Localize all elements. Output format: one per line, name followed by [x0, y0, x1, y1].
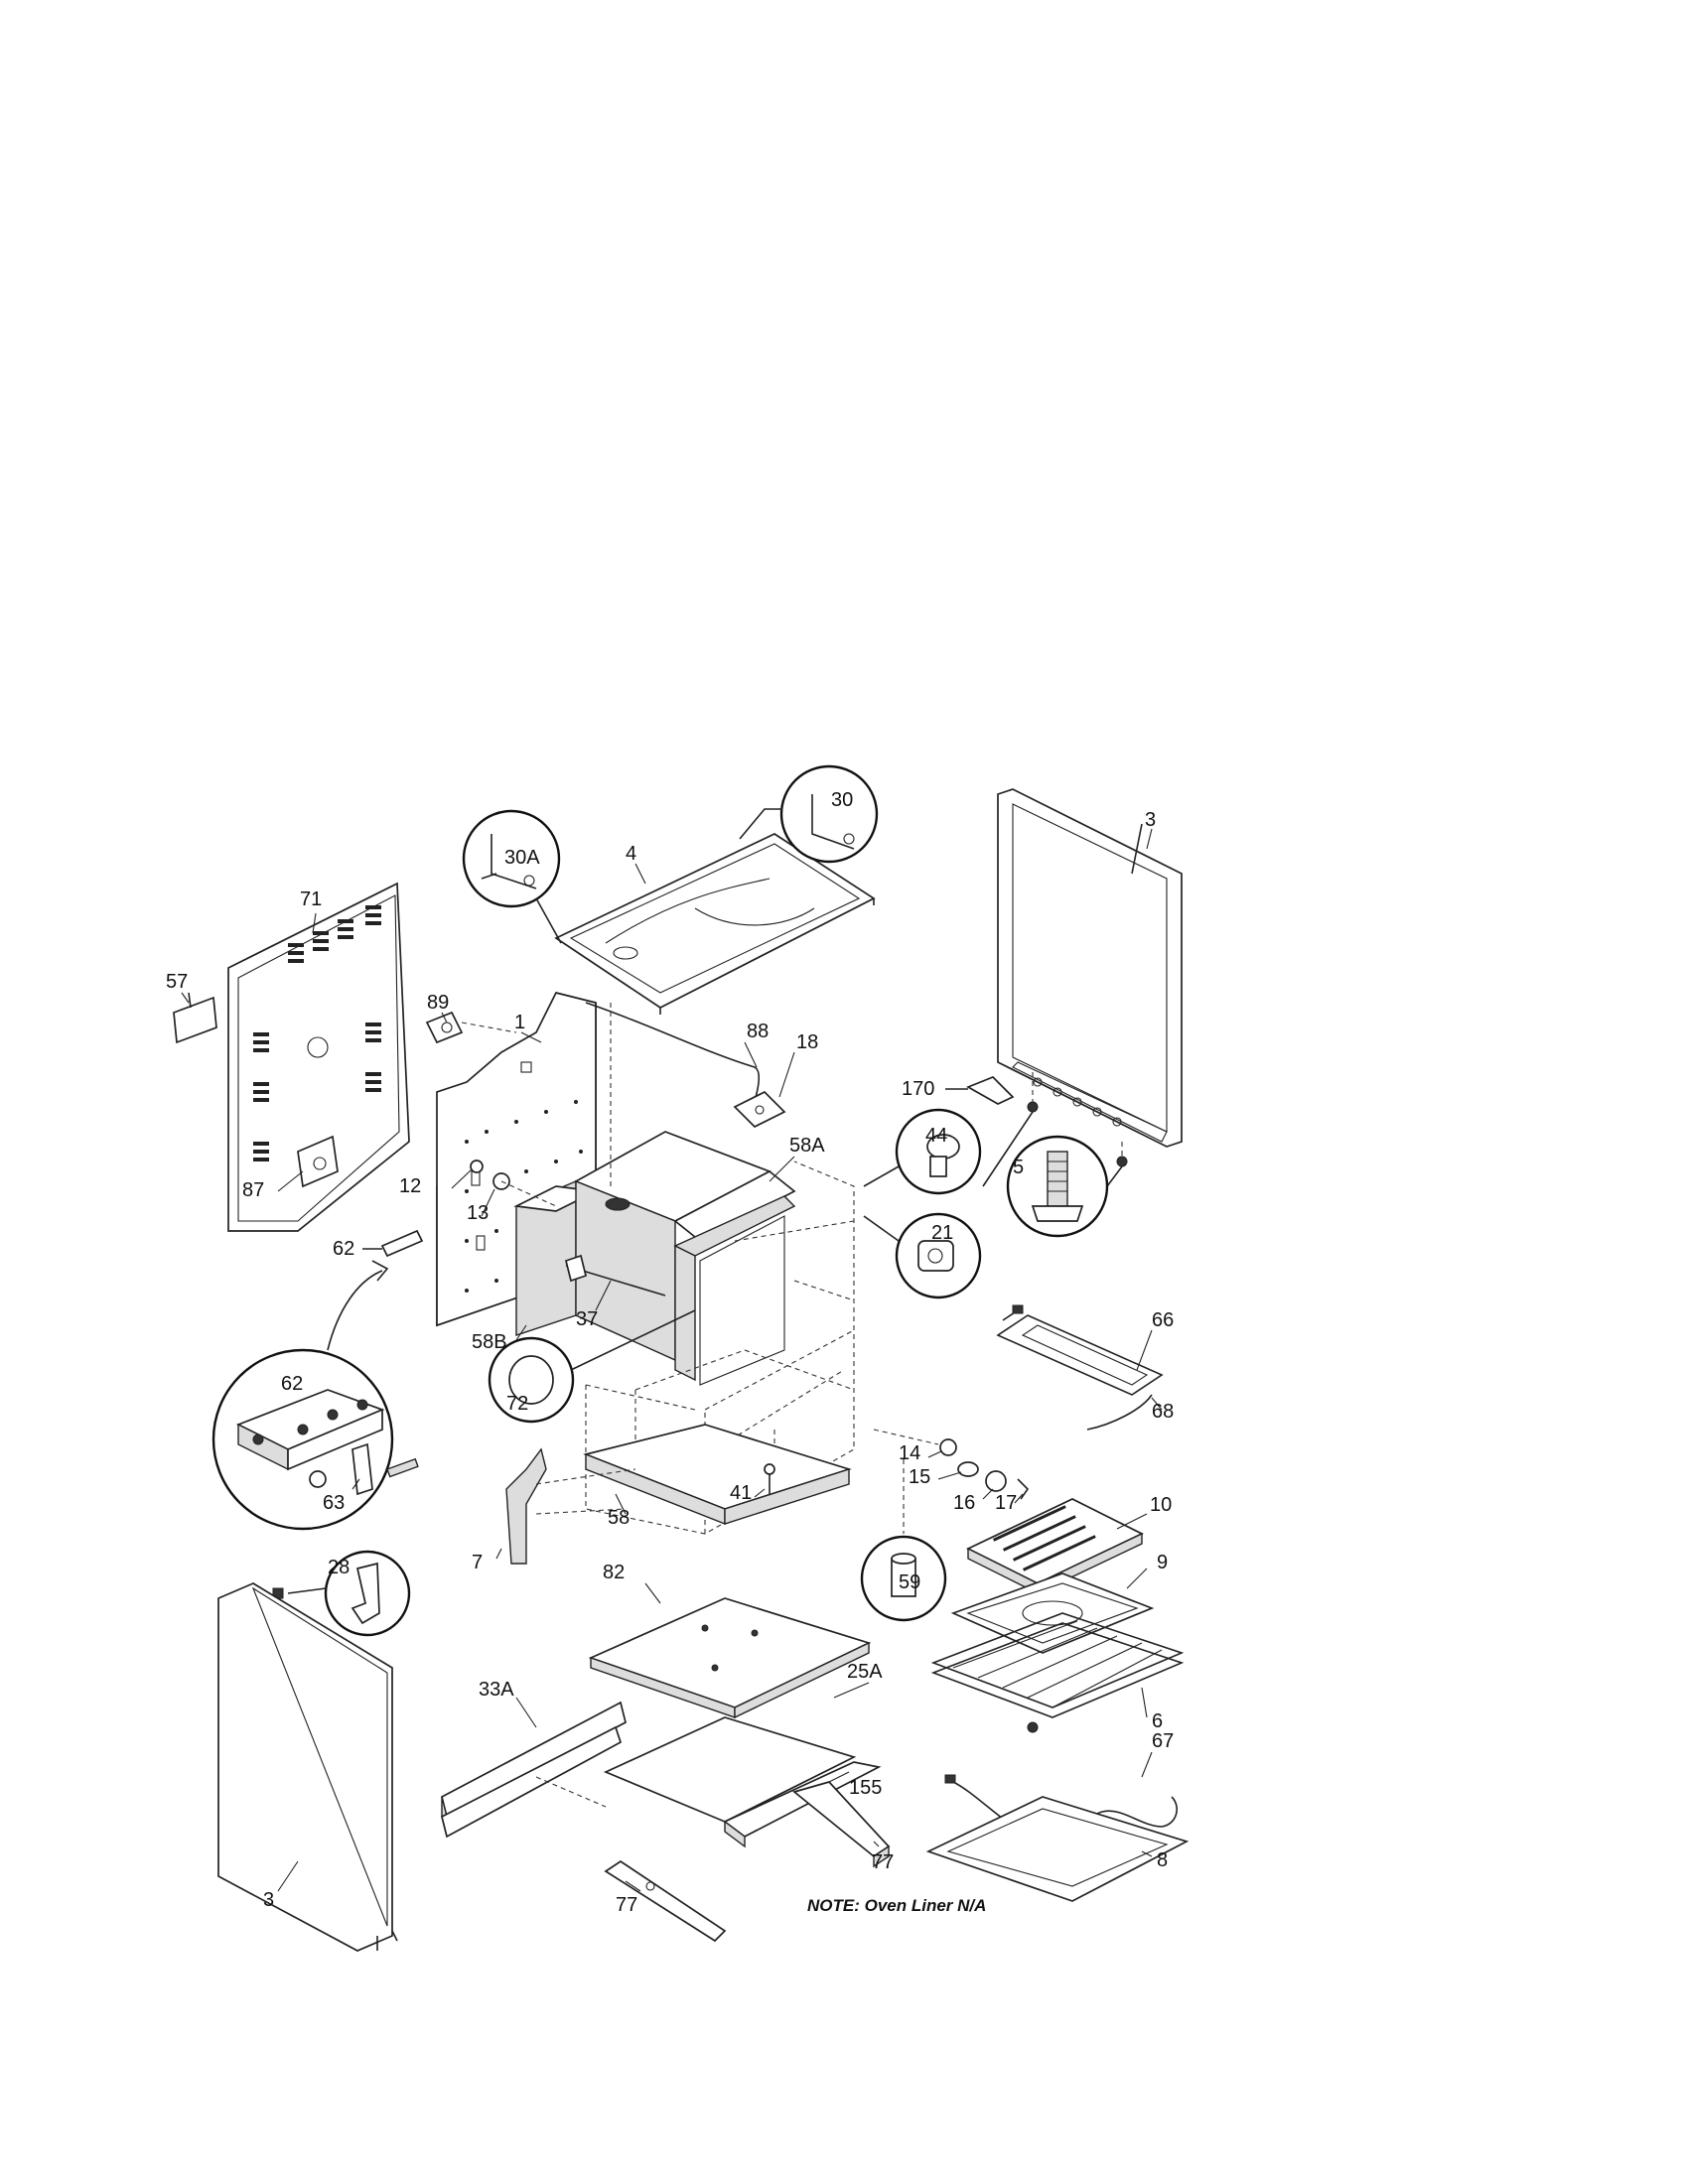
label-3-bottom: 3: [263, 1889, 274, 1911]
back-panel-71: [227, 882, 410, 1232]
label-58A: 58A: [789, 1135, 825, 1157]
label-62-detail: 62: [281, 1373, 303, 1395]
panel-82: [588, 1597, 872, 1719]
label-77-right: 77: [872, 1851, 894, 1873]
label-57: 57: [166, 971, 188, 993]
oven-front-frame: [673, 1195, 796, 1386]
part-41: [764, 1463, 775, 1494]
callout-62-detail: [211, 1348, 419, 1531]
label-12: 12: [399, 1175, 421, 1197]
label-9: 9: [1157, 1552, 1168, 1573]
label-6: 6: [1152, 1710, 1163, 1732]
callout-59: [860, 1459, 947, 1622]
label-10: 10: [1150, 1494, 1172, 1516]
callout-44: [863, 1108, 982, 1195]
leader-lines: [181, 828, 1163, 1892]
label-30A: 30A: [504, 847, 540, 869]
callout-30: [739, 764, 879, 864]
wire-88: [585, 1002, 760, 1118]
arrow-to-62: [327, 1260, 389, 1351]
label-62-small: 62: [333, 1238, 354, 1260]
callout-28: [272, 1550, 411, 1637]
label-14: 14: [899, 1442, 920, 1464]
broil-element-66: [996, 1304, 1164, 1396]
light-assembly: [873, 1429, 1030, 1500]
oven-rack-6: [930, 1612, 1185, 1733]
part-12-13: [470, 1160, 557, 1207]
label-3-top: 3: [1145, 809, 1156, 831]
bracket-57: [173, 992, 217, 1044]
label-28: 28: [328, 1557, 350, 1578]
label-58: 58: [608, 1507, 630, 1529]
terminal-block-62: [362, 1229, 424, 1258]
label-41: 41: [730, 1482, 752, 1504]
label-88: 88: [747, 1021, 769, 1042]
label-21: 21: [931, 1222, 953, 1244]
label-77-bottom: 77: [616, 1894, 637, 1916]
label-1: 1: [514, 1012, 525, 1033]
callout-30A: [462, 809, 562, 944]
part-37: [564, 1254, 666, 1297]
side-panel-left-3: [217, 1582, 398, 1952]
label-7: 7: [472, 1552, 483, 1573]
label-58B: 58B: [472, 1331, 507, 1353]
part-labels: 30A 30 4 3 71 89 1 88 18 57 170 44 58A 5…: [166, 789, 1174, 1916]
label-25A: 25A: [847, 1661, 883, 1683]
oven-cavity-insulation-58A: [574, 1131, 796, 1362]
callout-72: [488, 1309, 696, 1424]
broil-pan-9: [950, 1572, 1155, 1654]
label-63: 63: [323, 1492, 345, 1514]
label-8: 8: [1157, 1849, 1168, 1871]
callout-5-leveling-leg: [982, 1111, 1123, 1238]
label-66: 66: [1152, 1309, 1174, 1331]
label-15: 15: [909, 1466, 930, 1488]
label-82: 82: [603, 1562, 625, 1583]
door-hinge-7: [505, 1447, 636, 1565]
wire-68: [1086, 1394, 1153, 1431]
label-170: 170: [902, 1078, 934, 1100]
drawer-bottom-25A: [603, 1716, 857, 1823]
label-4: 4: [626, 843, 636, 865]
label-72: 72: [506, 1393, 528, 1415]
part-89: [425, 1011, 517, 1044]
bracket-170: [945, 1072, 1128, 1167]
note-oven-liner: NOTE: Oven Liner N/A: [807, 1896, 986, 1915]
label-155: 155: [849, 1777, 882, 1799]
label-18: 18: [796, 1031, 818, 1053]
part-18: [733, 1090, 786, 1129]
label-13: 13: [467, 1202, 489, 1224]
label-30: 30: [831, 789, 853, 811]
side-panel-right: [997, 788, 1183, 1148]
drawer-slide-155: [723, 1761, 891, 1868]
label-5: 5: [1013, 1157, 1024, 1178]
label-44: 44: [925, 1125, 947, 1147]
oven-bottom-8: [925, 1796, 1190, 1902]
label-16: 16: [953, 1492, 975, 1514]
label-89: 89: [427, 992, 449, 1014]
label-37: 37: [576, 1308, 598, 1330]
label-68: 68: [1152, 1401, 1174, 1423]
drawer-front-33A: [441, 1701, 627, 1839]
callout-21: [863, 1212, 982, 1299]
rail-77-bottom: [604, 1859, 727, 1943]
label-67: 67: [1152, 1730, 1174, 1752]
label-59: 59: [899, 1571, 920, 1593]
label-87: 87: [242, 1179, 264, 1201]
label-71: 71: [300, 888, 322, 910]
label-17: 17: [995, 1492, 1017, 1514]
top-panel-part: [554, 833, 876, 1015]
label-33A: 33A: [479, 1679, 514, 1701]
